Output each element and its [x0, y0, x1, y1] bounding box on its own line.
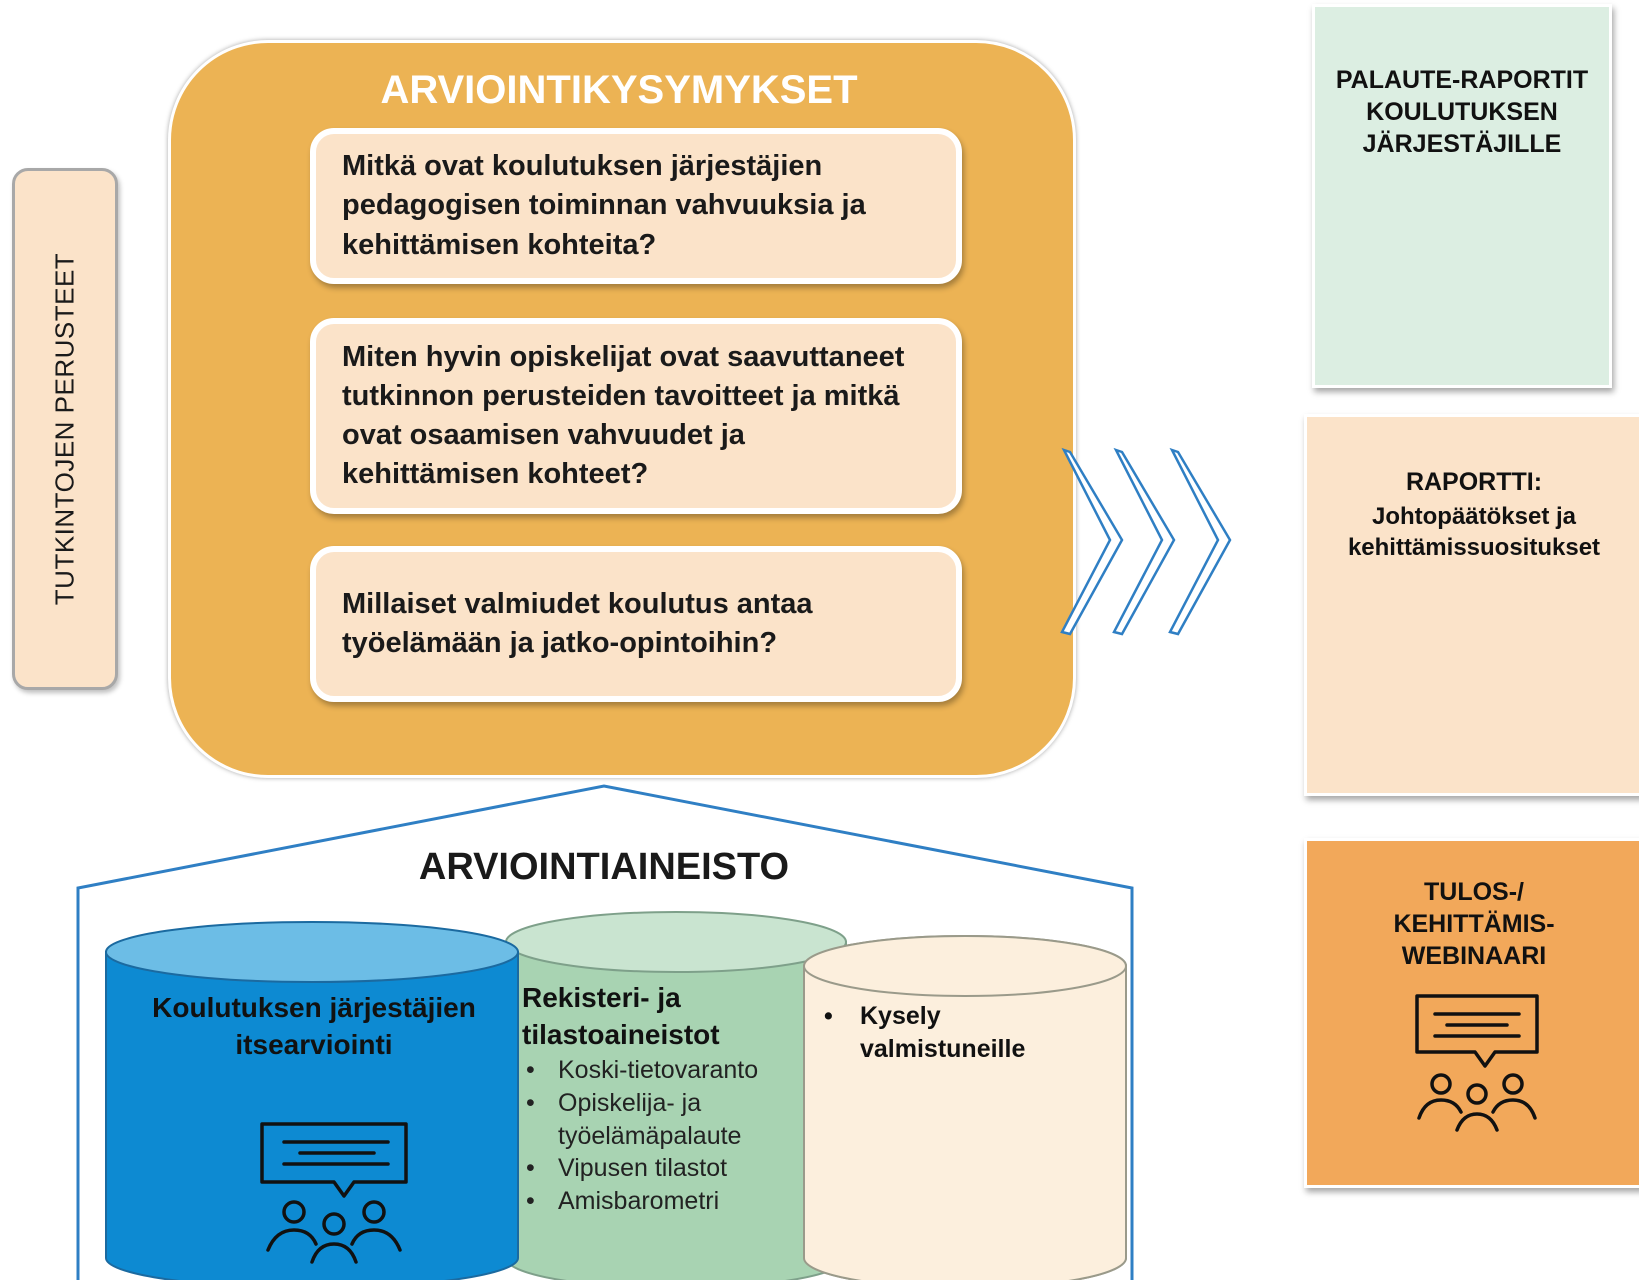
report-title: RAPORTTI: — [1405, 468, 1543, 496]
question-box-2: Miten hyvin opiskelijat ovat saavuttanee… — [310, 318, 962, 514]
material-title: ARVIOINTIAINEISTO — [418, 846, 790, 888]
question-text-3: Millaiset valmiudet koulutus antaa työel… — [342, 587, 813, 659]
chevron-icon — [1168, 447, 1232, 636]
list-item: Koski-tietovaranto — [522, 1054, 812, 1087]
feedback-reports-title: PALAUTE-RAPORTIT KOULUTUKSEN JÄRJESTÄJIL… — [1335, 66, 1589, 158]
webinar-card: TULOS-/ KEHITTÄMIS-WEBINAARI — [1304, 838, 1639, 1188]
meeting-icon — [260, 1122, 408, 1264]
chevron-icon — [1060, 447, 1124, 636]
questions-title: ARVIOINTIKYSYMYKSET — [380, 68, 858, 112]
chevron-arrows — [1060, 447, 1232, 636]
registers-title: Rekisteri- ja tilastoaineistot — [522, 982, 720, 1050]
list-item: Kysely valmistuneille — [818, 1000, 1048, 1066]
list-item: Amisbarometri — [522, 1185, 812, 1218]
survey-cylinder-front — [803, 935, 1127, 1280]
report-card: RAPORTTI: Johtopäätökset ja kehittämissu… — [1304, 414, 1639, 796]
self-evaluation-cylinder — [105, 921, 519, 1280]
tutkintojen-perusteet-tab: TUTKINTOJEN PERUSTEET — [12, 168, 118, 690]
question-box-1: Mitkä ovat koulutuksen järjestäjien peda… — [310, 128, 962, 284]
house-outline — [76, 784, 1134, 1280]
webinar-title: TULOS-/ KEHITTÄMIS-WEBINAARI — [1393, 878, 1555, 970]
list-item: Vipusen tilastot — [522, 1152, 812, 1185]
feedback-reports-card: PALAUTE-RAPORTIT KOULUTUKSEN JÄRJESTÄJIL… — [1312, 4, 1612, 388]
meeting-icon — [1415, 994, 1539, 1132]
chevron-icon — [1112, 447, 1176, 636]
self-evaluation-title: Koulutuksen järjestäjien itsearviointi — [152, 992, 476, 1060]
survey-list: Kysely valmistuneille — [818, 1000, 1048, 1066]
question-text-2: Miten hyvin opiskelijat ovat saavuttanee… — [342, 340, 905, 491]
question-box-3: Millaiset valmiudet koulutus antaa työel… — [310, 546, 962, 702]
question-text-1: Mitkä ovat koulutuksen järjestäjien peda… — [342, 150, 866, 261]
report-subtitle: Johtopäätökset ja kehittämissuositukset — [1347, 502, 1601, 561]
list-item: Opiskelija- ja työelämäpalaute — [522, 1087, 812, 1153]
registers-list: Koski-tietovaranto Opiskelija- ja työelä… — [522, 1054, 812, 1218]
